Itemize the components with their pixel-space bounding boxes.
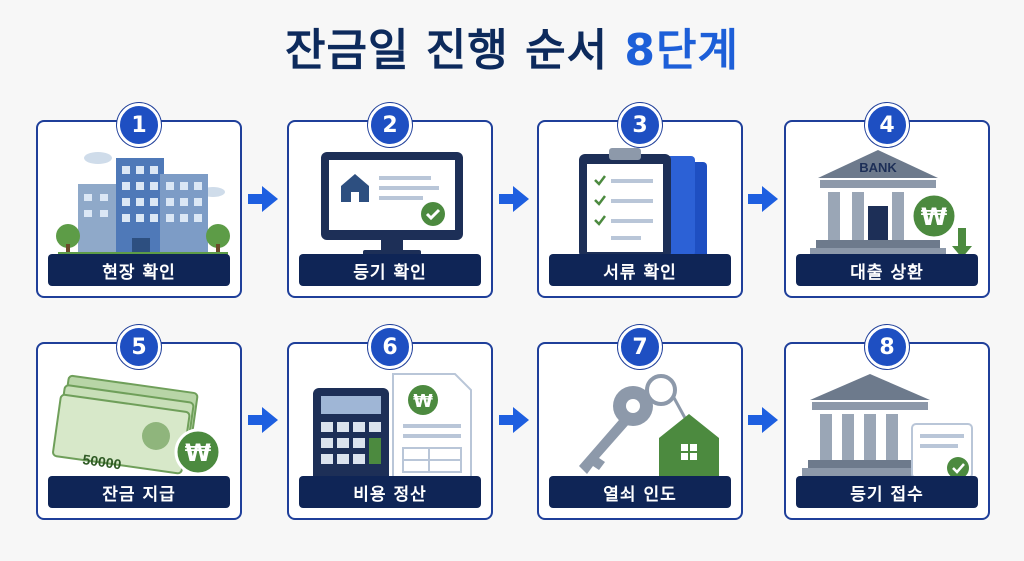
step-number-badge: 1 <box>117 103 161 147</box>
title-highlight: 8단계 <box>624 25 739 76</box>
step-label: 비용 정산 <box>299 476 481 508</box>
step-card-1: 1 현장 확인 <box>36 103 242 298</box>
svg-text:₩: ₩ <box>185 439 212 467</box>
step-label: 대출 상환 <box>796 254 978 286</box>
title-main: 잔금일 진행 순서 <box>285 25 609 76</box>
step-number-badge: 6 <box>368 325 412 369</box>
step-number-badge: 8 <box>865 325 909 369</box>
step-number-badge: 4 <box>865 103 909 147</box>
step-card-6: 6 ₩ 비용 정산 <box>287 325 493 520</box>
step-number-badge: 7 <box>618 325 662 369</box>
step-label: 현장 확인 <box>48 254 230 286</box>
step-card-2: 2 등기 확인 <box>287 103 493 298</box>
arrow-right-icon <box>499 407 529 433</box>
step-label: 열쇠 인도 <box>549 476 731 508</box>
arrow-right-icon <box>248 186 278 212</box>
step-label: 등기 확인 <box>299 254 481 286</box>
step-label: 잔금 지급 <box>48 476 230 508</box>
apartment-building-icon <box>56 152 230 258</box>
arrow-right-icon <box>748 186 778 212</box>
step-number-badge: 3 <box>618 103 662 147</box>
courthouse-document-icon <box>802 374 973 479</box>
step-card-7: 7 열쇠 인도 <box>537 325 743 520</box>
key-house-icon <box>579 374 719 476</box>
step-label: 등기 접수 <box>796 476 978 508</box>
bank-repayment-icon: BANK ₩ <box>810 150 972 258</box>
banknote-value-text: 50000 <box>82 451 123 472</box>
arrow-right-icon <box>748 407 778 433</box>
banknotes-icon: 50000 ₩ <box>52 374 222 476</box>
arrow-right-icon <box>499 186 529 212</box>
step-number-badge: 2 <box>368 103 412 147</box>
svg-text:₩: ₩ <box>413 391 433 412</box>
bank-sign-text: BANK <box>859 160 897 175</box>
page-title: 잔금일 진행 순서 8단계 <box>0 14 1024 78</box>
monitor-registry-icon <box>321 152 463 256</box>
calculator-invoice-icon: ₩ <box>313 373 472 482</box>
step-card-5: 5 50000 ₩ 잔금 지급 <box>36 325 242 520</box>
step-card-8: 8 등기 접수 <box>784 325 990 520</box>
step-card-3: 3 서류 확인 <box>537 103 743 298</box>
clipboard-checklist-icon <box>579 148 707 258</box>
step-number-badge: 5 <box>117 325 161 369</box>
step-label: 서류 확인 <box>549 254 731 286</box>
svg-text:₩: ₩ <box>921 203 948 231</box>
step-card-4: 4 BANK ₩ 대출 상환 <box>784 103 990 298</box>
arrow-right-icon <box>248 407 278 433</box>
